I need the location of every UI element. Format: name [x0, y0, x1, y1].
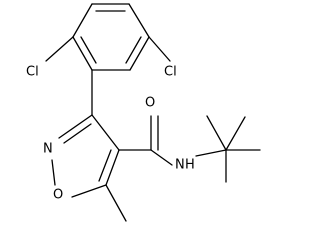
atom-ring-nitrogen: N	[43, 142, 53, 157]
bond	[51, 159, 56, 186]
atom-cl-right: Cl	[164, 65, 177, 80]
atom-amide-nitrogen: N	[175, 158, 185, 173]
bond	[91, 114, 120, 151]
bond-c-cl	[45, 36, 74, 62]
double-bond-inner	[125, 36, 142, 64]
atom-ring-oxygen: O	[53, 188, 63, 203]
bond-n-c	[195, 149, 227, 157]
structure-drawing: Cl Cl N O O N H	[26, 3, 261, 222]
atom-carbonyl-oxygen: O	[145, 96, 155, 111]
isoxazole-ring	[51, 114, 120, 198]
benzene-ring	[72, 3, 150, 71]
bond-tbutyl	[225, 116, 246, 151]
atom-cl-left: Cl	[26, 65, 39, 80]
bond-c-cl	[148, 36, 171, 62]
bond	[72, 36, 93, 71]
bond	[129, 36, 150, 71]
bond	[71, 184, 107, 198]
double-bond-inner	[63, 123, 92, 144]
bond	[58, 114, 93, 139]
double-bond-inner	[80, 36, 97, 64]
bond	[128, 3, 150, 38]
bond-c-n	[150, 149, 173, 166]
bond-tbutyl	[206, 115, 227, 151]
bond	[105, 149, 120, 186]
bond	[72, 3, 93, 38]
bond-methyl	[105, 184, 127, 222]
atom-amide-hydrogen: H	[185, 158, 195, 173]
double-bond-inner	[98, 149, 112, 182]
